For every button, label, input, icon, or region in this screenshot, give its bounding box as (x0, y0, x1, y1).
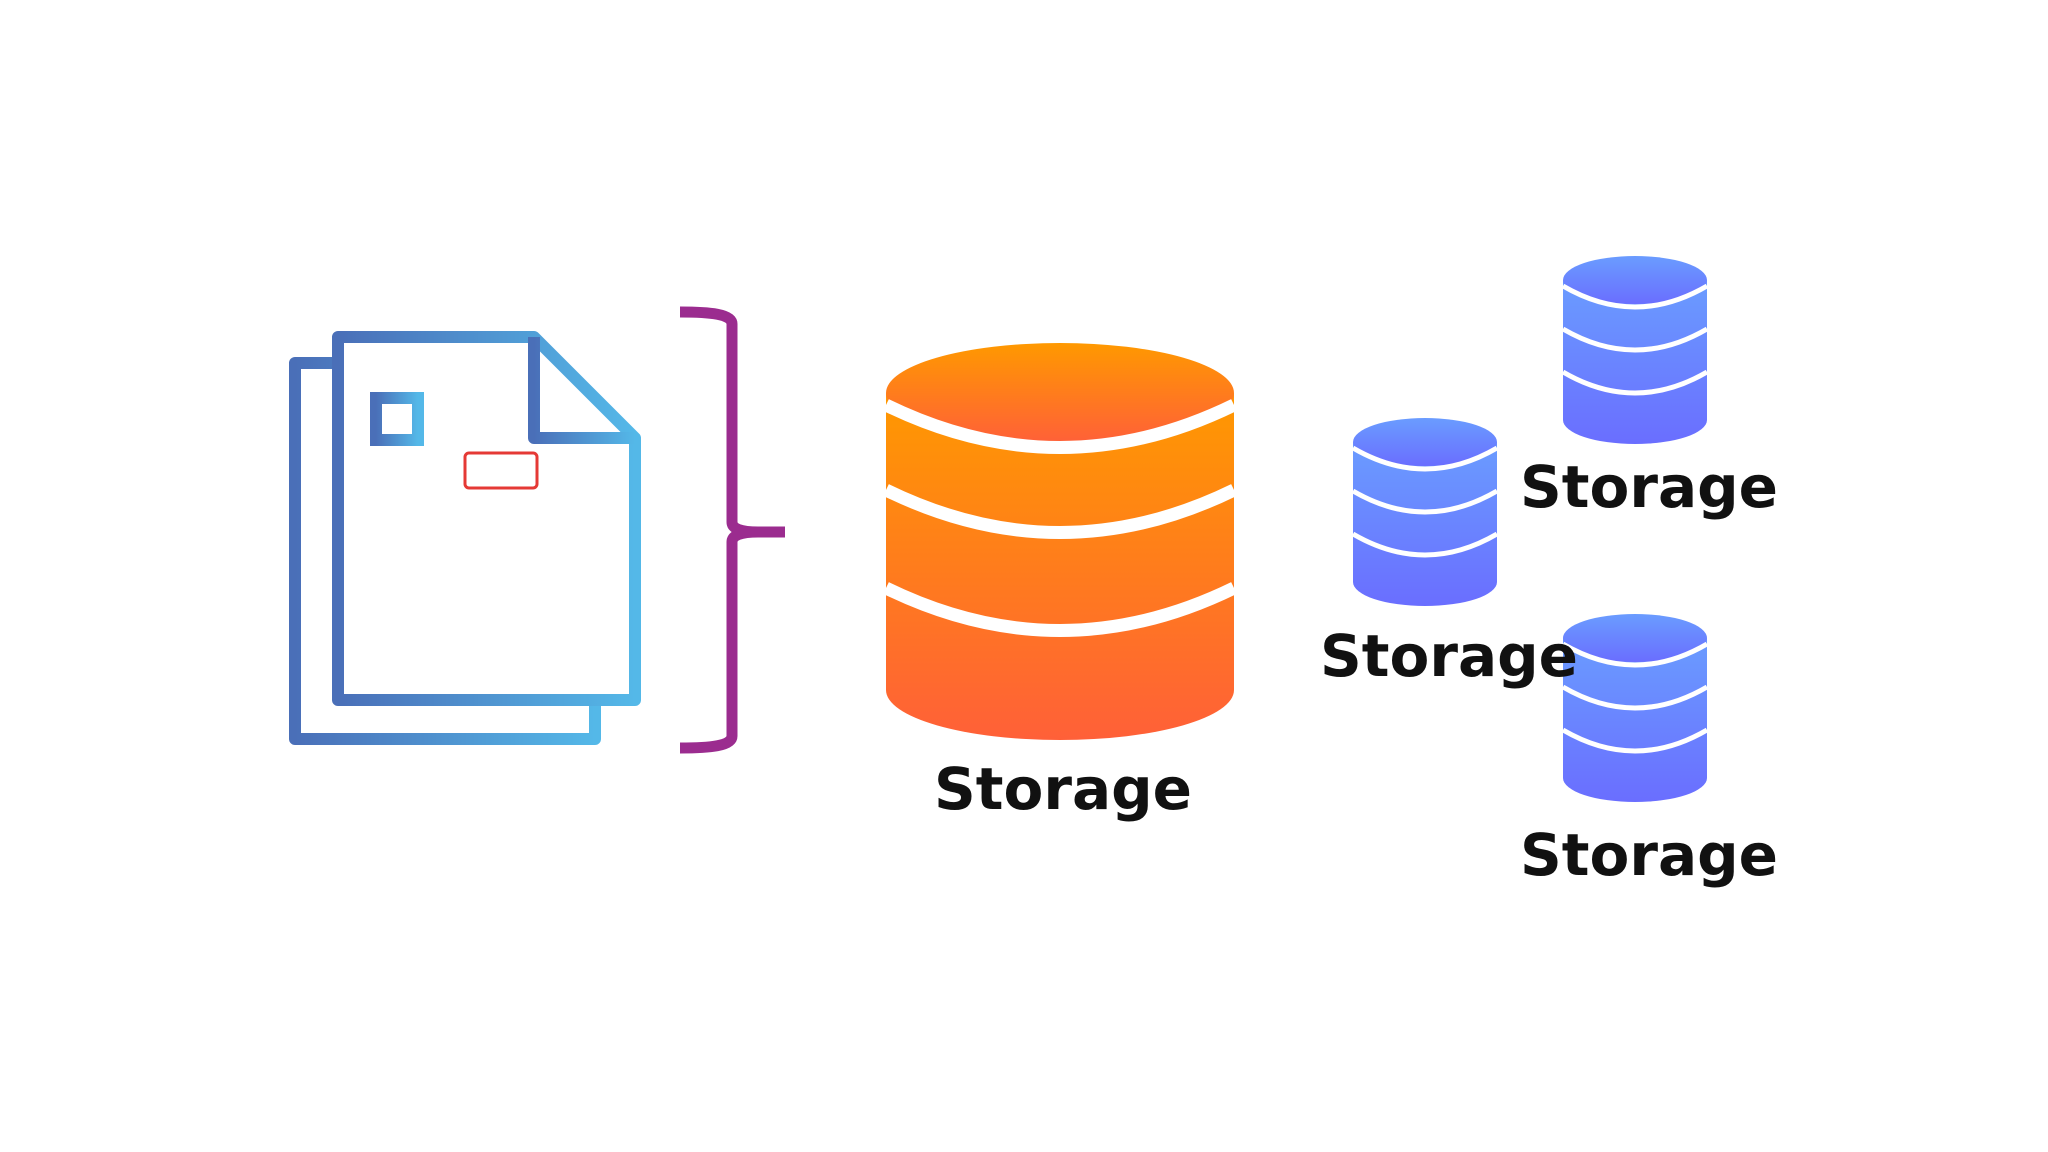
back-page (289, 357, 601, 745)
page-fold (528, 337, 635, 444)
storage-body (1563, 638, 1707, 802)
storage-body (886, 393, 1234, 740)
storage-top (1563, 614, 1707, 662)
front-page (332, 331, 641, 706)
storage-label: Storage (1320, 622, 1578, 690)
storage-label: Storage (1520, 821, 1778, 889)
storage-body (1563, 280, 1707, 444)
document-stack-icon (289, 331, 641, 745)
storage-body (1353, 442, 1497, 606)
database-icon (1561, 256, 1709, 444)
storage-top (886, 343, 1234, 443)
database-icon (883, 343, 1237, 740)
database-icon (1561, 614, 1709, 802)
storage-label: Storage (1520, 453, 1778, 521)
highlight-box (463, 451, 539, 490)
storage-label: Storage (934, 755, 1192, 823)
storage-top (1563, 256, 1707, 304)
image-box (370, 392, 424, 446)
curly-brace-icon (679, 306, 785, 754)
database-icon (1351, 418, 1499, 606)
storage-top (1353, 418, 1497, 466)
